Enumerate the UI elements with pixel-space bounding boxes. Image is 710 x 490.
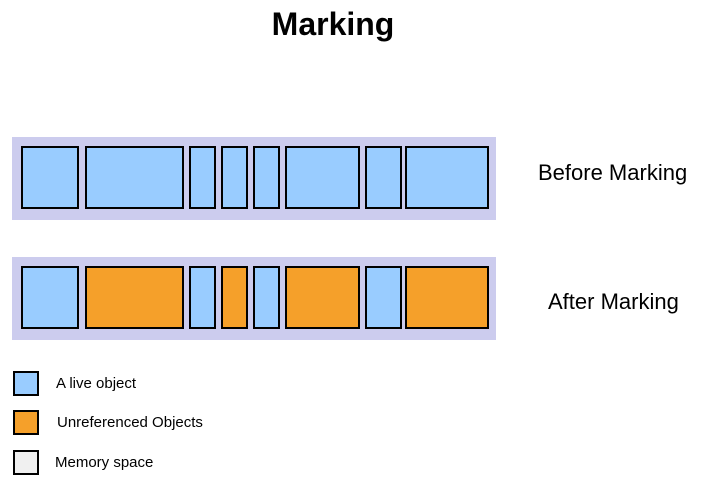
object-block xyxy=(21,266,79,329)
unreferenced-object-swatch xyxy=(13,410,39,435)
object-block xyxy=(285,146,360,209)
object-block xyxy=(85,146,184,209)
object-block xyxy=(253,266,280,329)
object-block xyxy=(21,146,79,209)
object-block xyxy=(189,146,216,209)
object-block xyxy=(253,146,280,209)
object-block xyxy=(221,266,248,329)
object-block xyxy=(85,266,184,329)
legend-unreferenced-label: Unreferenced Objects xyxy=(57,414,203,431)
live-object-swatch xyxy=(13,371,39,396)
memory-space-swatch xyxy=(13,450,39,475)
object-block xyxy=(405,146,489,209)
legend-memory-label: Memory space xyxy=(55,454,154,471)
after-marking-label: After Marking xyxy=(548,289,679,314)
diagram-title: Marking xyxy=(271,6,395,42)
memory-strip-before xyxy=(12,137,496,220)
legend-live-label: A live object xyxy=(56,375,137,392)
object-block xyxy=(405,266,489,329)
object-block xyxy=(189,266,216,329)
before-marking-label: Before Marking xyxy=(538,160,688,185)
object-block xyxy=(285,266,360,329)
object-block xyxy=(365,266,402,329)
object-block xyxy=(221,146,248,209)
memory-strip-after xyxy=(12,257,496,340)
object-block xyxy=(365,146,402,209)
